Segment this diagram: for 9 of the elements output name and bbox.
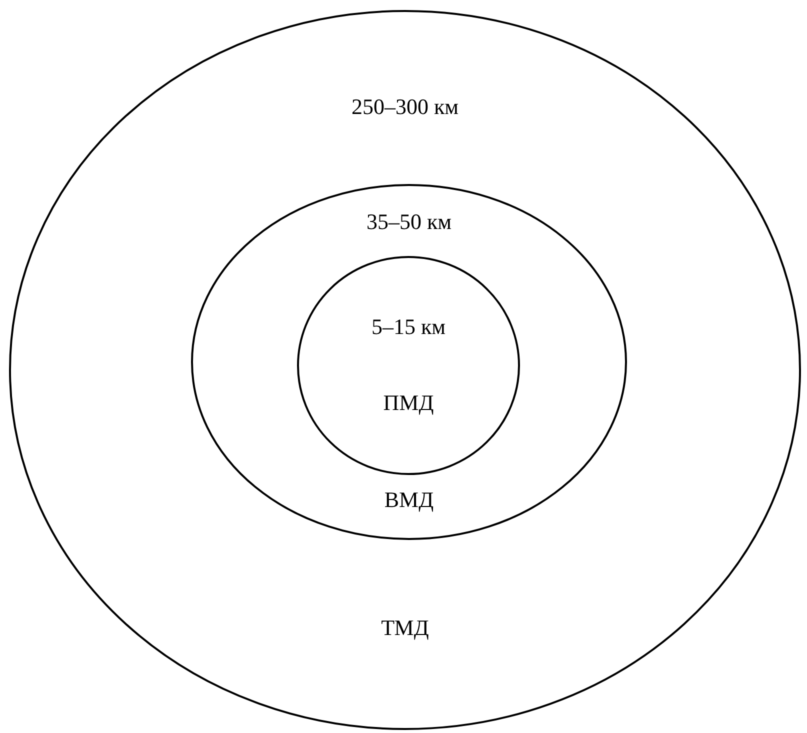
zone-range-label: 250–300 км [351,94,459,119]
zone-range-label: 35–50 км [366,209,452,234]
zone-ellipse [9,10,801,730]
zone-name: ВМД [384,487,434,512]
zone-name: ПМД [383,390,434,415]
zone-name: ТМД [381,615,429,640]
zone-ellipse [191,184,627,540]
zone-range-label: 5–15 км [371,314,446,339]
zone-ellipse [297,256,520,475]
